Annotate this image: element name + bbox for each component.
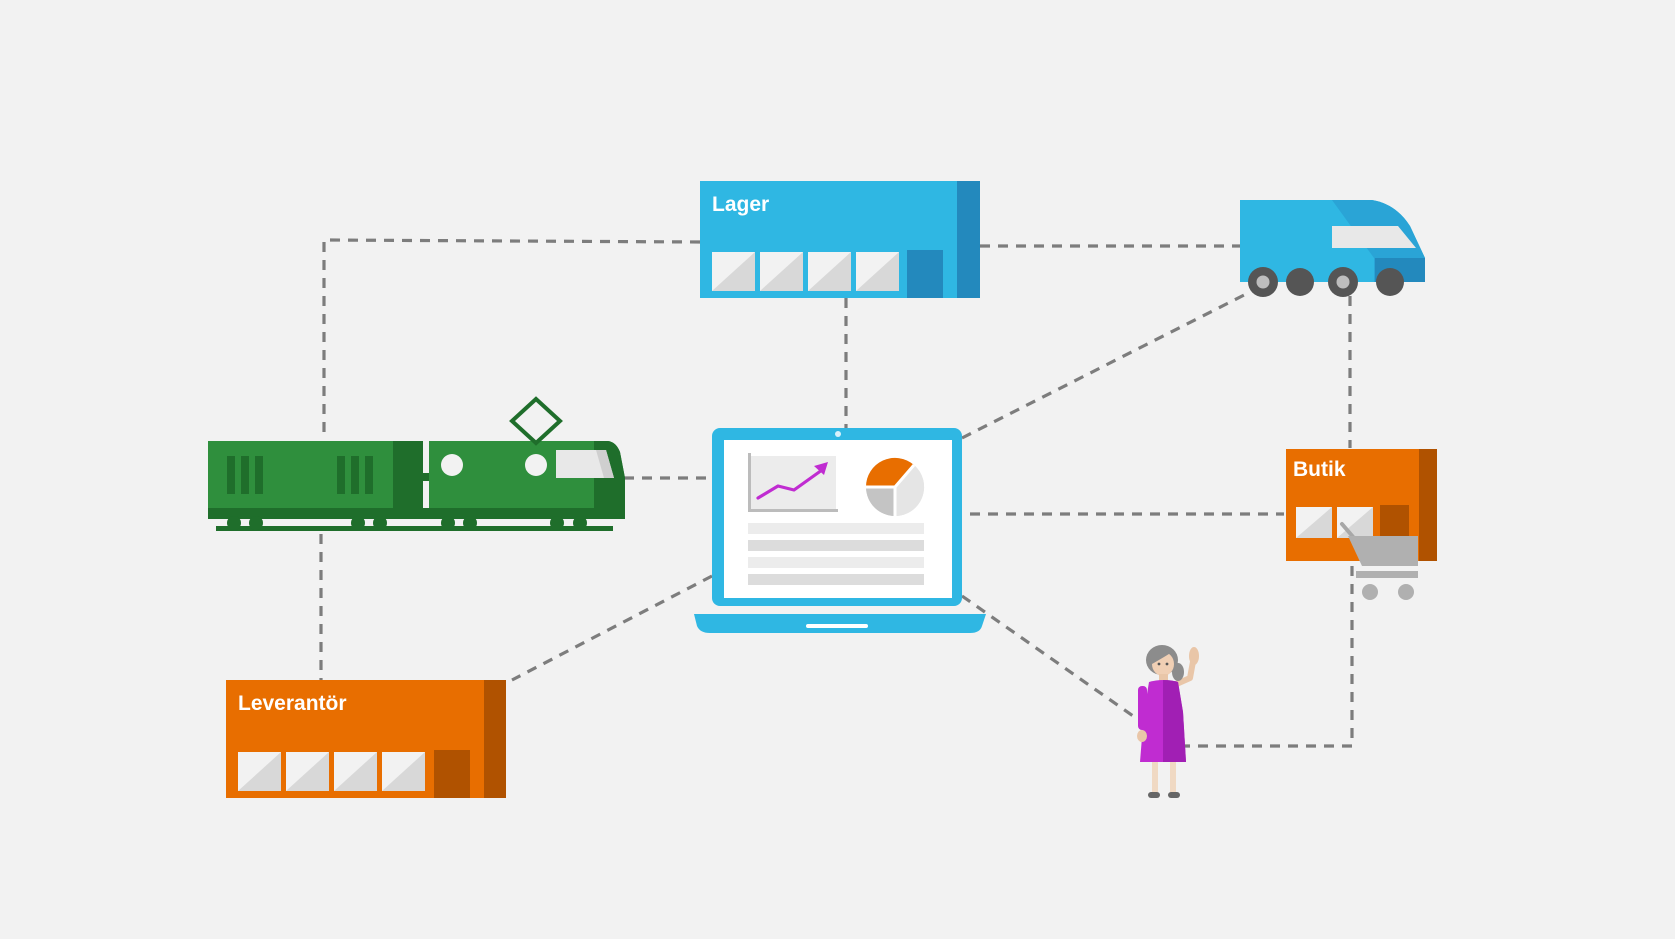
truck-wheels xyxy=(1248,267,1404,297)
butik-label: Butik xyxy=(1293,458,1346,481)
text-lines xyxy=(748,523,924,585)
line-chart-icon xyxy=(748,453,838,512)
freight-train-icon xyxy=(208,396,625,531)
connector-laptop-customer xyxy=(961,594,1137,720)
pie-chart-icon xyxy=(865,457,925,517)
laptop-icon xyxy=(694,428,986,633)
warehouse-windows xyxy=(712,252,899,291)
connector-lager-train xyxy=(322,238,701,440)
delivery-truck-icon xyxy=(1240,200,1425,297)
connectors xyxy=(319,238,1354,748)
customer-person-icon xyxy=(1137,645,1199,798)
train-wheels xyxy=(227,516,587,530)
connector-laptop-truck xyxy=(961,290,1251,440)
connector-laptop-supplier xyxy=(511,574,713,682)
supplier-building-icon: Leverantör xyxy=(226,680,506,798)
leverantor-label: Leverantör xyxy=(238,692,347,715)
warehouse-icon: Lager xyxy=(700,181,980,298)
lager-label: Lager xyxy=(712,193,769,216)
connector-butik-customer xyxy=(1184,566,1354,748)
shopping-cart-icon xyxy=(1340,522,1418,600)
